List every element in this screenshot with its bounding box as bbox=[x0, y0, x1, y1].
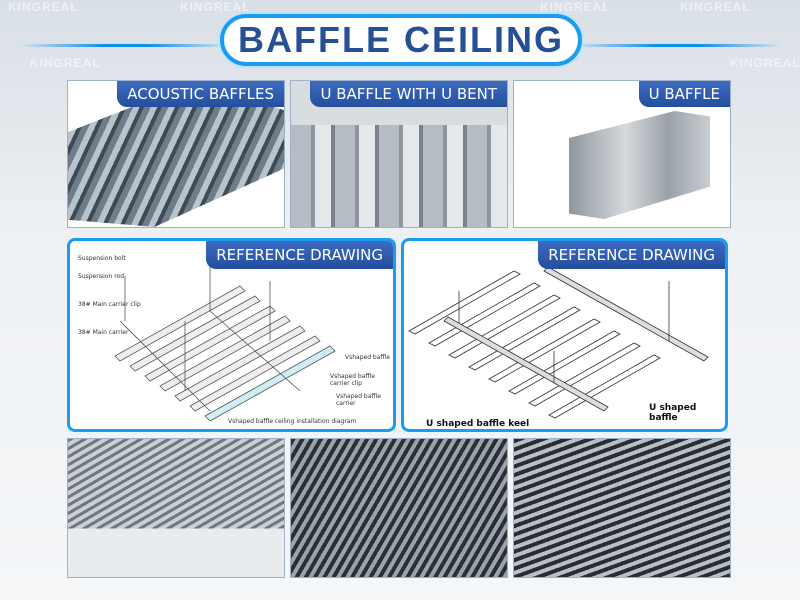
title-line-right bbox=[572, 44, 782, 47]
watermark: KINGREAL bbox=[730, 56, 800, 70]
product-label: U BAFFLE WITH U BENT bbox=[310, 81, 507, 107]
product-u-baffle-u-bent: U BAFFLE WITH U BENT bbox=[290, 80, 508, 228]
drawing-note: 38# Main carrier clip bbox=[78, 301, 141, 308]
drawing-note: Vshaped baffle bbox=[345, 354, 390, 361]
drawing-note: Vshaped baffle carrier clip bbox=[330, 373, 375, 387]
drawing-label: REFERENCE DRAWING bbox=[538, 241, 725, 269]
drawing-note: U shaped baffle bbox=[649, 403, 697, 423]
reference-drawing-u-baffle: U shaped baffle U shaped baffle keel REF… bbox=[401, 238, 728, 432]
watermark: KINGREAL bbox=[8, 0, 79, 14]
watermark: KINGREAL bbox=[30, 56, 101, 70]
installed-baffle-ceiling-photo bbox=[68, 439, 284, 577]
drawing-note: Suspension bolt bbox=[78, 255, 126, 262]
watermark: KINGREAL bbox=[680, 0, 751, 14]
drawing-label: REFERENCE DRAWING bbox=[206, 241, 393, 269]
product-label: ACOUSTIC BAFFLES bbox=[117, 81, 284, 107]
drawing-note: Suspension rod bbox=[78, 273, 125, 280]
title-line-left bbox=[20, 44, 230, 47]
product-label: U BAFFLE bbox=[638, 81, 730, 107]
drawing-note: 38# Main carrier bbox=[78, 329, 129, 336]
installed-photo-2 bbox=[290, 438, 508, 578]
drawing-caption: Vshaped baffle ceiling installation diag… bbox=[228, 418, 357, 425]
installed-photo-3 bbox=[513, 438, 731, 578]
u-baffle-installation-diagram bbox=[408, 266, 709, 419]
watermark: KINGREAL bbox=[540, 0, 611, 14]
product-acoustic-baffles: ACOUSTIC BAFFLES bbox=[67, 80, 285, 228]
reference-drawing-v-baffle: Suspension bolt Suspension rod 38# Main … bbox=[67, 238, 396, 432]
installed-baffle-ceiling-photo bbox=[291, 439, 507, 577]
drawing-note: Vshaped baffle carrier bbox=[336, 393, 381, 407]
page-title: BAFFLE CEILING bbox=[220, 14, 582, 66]
watermark: KINGREAL bbox=[180, 0, 251, 14]
v-baffle-installation-diagram bbox=[114, 251, 336, 422]
product-u-baffle: U BAFFLE bbox=[513, 80, 731, 228]
u-baffle-image bbox=[569, 111, 710, 219]
installed-photo-1 bbox=[67, 438, 285, 578]
installed-baffle-ceiling-photo bbox=[514, 439, 730, 577]
drawing-note: U shaped baffle keel bbox=[426, 419, 530, 429]
